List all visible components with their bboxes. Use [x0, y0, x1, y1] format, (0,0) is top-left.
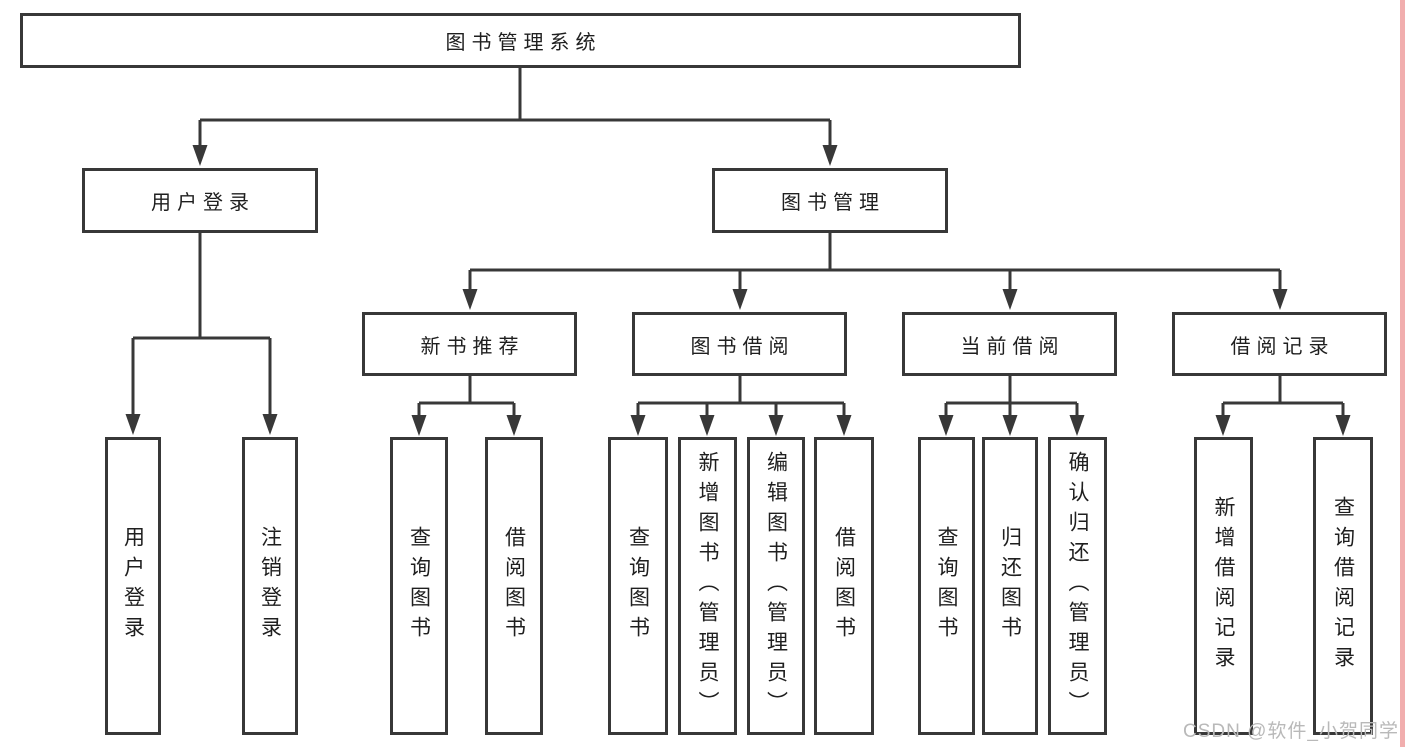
node-new-book-recommend-label: 新书推荐: [420, 335, 525, 358]
leaf-user-login-label: 用户登录: [121, 526, 145, 646]
node-current-borrow: 当前借阅: [902, 312, 1117, 376]
leaf-confirm-return-admin: 确认归还（管理员）: [1048, 437, 1107, 735]
leaf-return-books: 归还图书: [982, 437, 1038, 735]
watermark: CSDN @软件_小贺同学: [1183, 721, 1399, 742]
right-edge-accent-strip: [1400, 0, 1405, 747]
leaf-add-books-admin-label: 新增图书（管理员）: [696, 451, 719, 721]
node-root-label: 图书管理系统: [445, 32, 602, 54]
leaf-query-books-borrow-label: 查询图书: [626, 526, 650, 646]
node-book-manage: 图书管理: [712, 168, 948, 233]
node-new-book-recommend: 新书推荐: [362, 312, 577, 376]
node-current-borrow-label: 当前借阅: [960, 335, 1065, 358]
leaf-query-books-recommend: 查询图书: [390, 437, 448, 735]
node-book-borrow-label: 图书借阅: [690, 335, 795, 358]
leaf-add-borrow-record: 新增借阅记录: [1194, 437, 1253, 735]
node-borrow-records: 借阅记录: [1172, 312, 1387, 376]
leaf-add-borrow-record-label: 新增借阅记录: [1212, 496, 1235, 676]
leaf-query-borrow-record: 查询借阅记录: [1313, 437, 1373, 735]
leaf-edit-books-admin-label: 编辑图书（管理员）: [764, 451, 788, 721]
node-book-borrow: 图书借阅: [632, 312, 847, 376]
leaf-borrow-books-borrow-label: 借阅图书: [832, 526, 856, 646]
leaf-query-books-borrow: 查询图书: [608, 437, 668, 735]
leaf-add-books-admin: 新增图书（管理员）: [678, 437, 737, 735]
leaf-borrow-books-borrow: 借阅图书: [814, 437, 874, 735]
node-user-login-label: 用户登录: [151, 192, 255, 214]
leaf-query-books-recommend-label: 查询图书: [407, 526, 431, 646]
leaf-edit-books-admin: 编辑图书（管理员）: [747, 437, 805, 735]
node-user-login: 用户登录: [82, 168, 318, 233]
leaf-user-login: 用户登录: [105, 437, 161, 735]
leaf-borrow-books-recommend-label: 借阅图书: [502, 526, 526, 646]
node-root: 图书管理系统: [20, 13, 1021, 68]
leaf-query-books-current-label: 查询图书: [935, 526, 958, 646]
leaf-logout-label: 注销登录: [258, 526, 282, 646]
leaf-borrow-books-recommend: 借阅图书: [485, 437, 543, 735]
leaf-confirm-return-admin-label: 确认归还（管理员）: [1066, 451, 1089, 721]
leaf-query-borrow-record-label: 查询借阅记录: [1331, 496, 1355, 676]
arrowheads: [125, 145, 1351, 436]
node-book-manage-label: 图书管理: [781, 192, 885, 214]
leaf-logout: 注销登录: [242, 437, 298, 735]
leaf-query-books-current: 查询图书: [918, 437, 975, 735]
node-borrow-records-label: 借阅记录: [1230, 335, 1335, 358]
leaf-return-books-label: 归还图书: [998, 526, 1022, 646]
